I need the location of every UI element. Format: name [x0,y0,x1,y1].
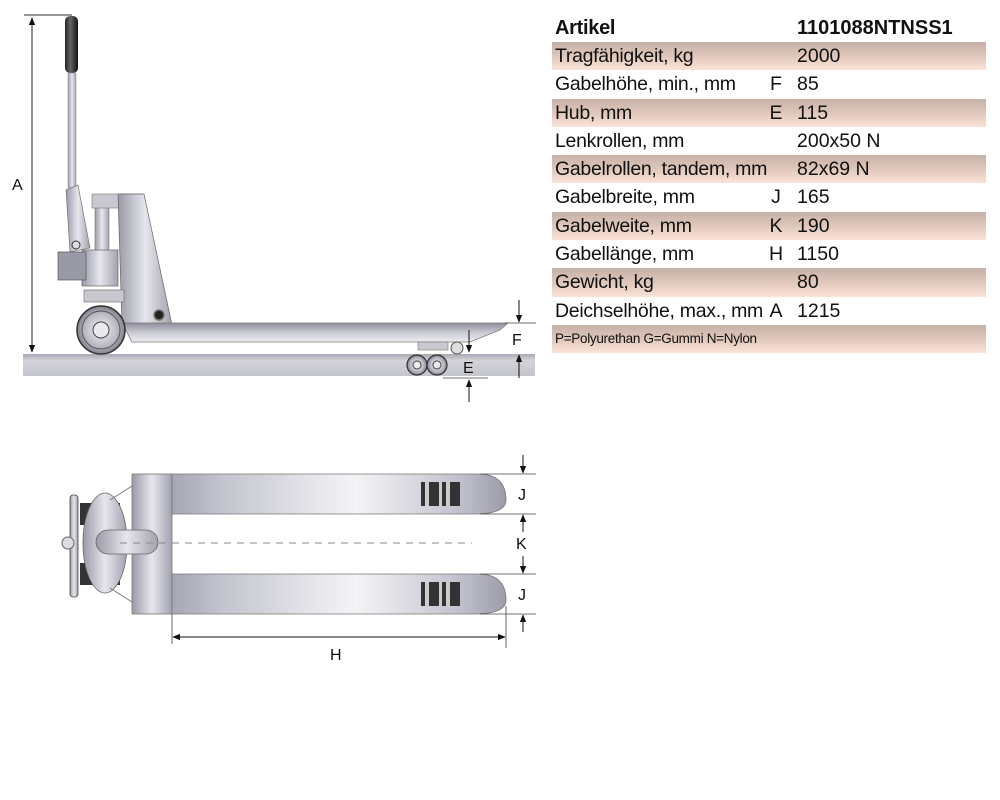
row-key: H [768,243,784,266]
row-label: Tragfähigkeit, kg [555,45,694,67]
row-value: 190 [797,214,830,237]
dimension-k-label: K [516,536,527,553]
row-label: Hub, mm [555,101,632,124]
spec-row-capacity: Tragfähigkeit, kg 2000 [552,42,986,71]
material-legend: P=Polyurethan G=Gummi N=Nylon [555,330,757,346]
header-label: Artikel [555,17,616,39]
spec-row-handle-height: Deichselhöhe, max., mm A 1215 [552,297,986,325]
spec-table-header: Artikel 1101088NTNSS1 [552,14,986,42]
dimension-h-label: H [330,647,342,664]
row-label: Lenkrollen, mm [555,129,685,152]
hydraulic-cylinder [94,205,110,255]
dimension-j-top-label: J [518,487,526,504]
row-key: E [769,101,783,124]
fork-side [121,322,509,343]
row-value: 1150 [797,243,839,266]
row-value: 115 [797,101,829,124]
dimension-f-label: F [512,332,522,349]
spec-row-fork-rollers: Gabelrollen, tandem, mm 82x69 N [552,155,986,184]
row-label: Gabelbreite, mm [555,186,695,209]
row-value: 200x50 N [797,129,881,152]
row-key: J [771,186,781,209]
load-rollers-upper [421,482,460,506]
floor [23,354,535,376]
row-value: 82x69 N [797,158,870,181]
row-label: Gabelrollen, tandem, mm [555,158,768,181]
row-value: 85 [797,73,819,96]
row-key: A [769,299,783,322]
row-label: Gabelhöhe, min., mm [555,73,736,96]
row-value: 80 [797,271,819,294]
row-value: 1215 [797,299,841,322]
spec-row-fork-height: Gabelhöhe, min., mm F 85 [552,70,986,98]
dimension-j-bottom-label: J [518,587,526,604]
dimension-a-label: A [12,177,23,194]
header-article-number: 1101088NTNSS1 [797,17,953,39]
row-label: Deichselhöhe, max., mm [555,299,763,322]
chassis-frame [117,193,173,326]
spec-row-weight: Gewicht, kg 80 [552,268,986,297]
dimension-e-label: E [463,360,474,377]
row-label: Gabelweite, mm [555,214,692,237]
row-label: Gewicht, kg [555,271,654,294]
spec-row-fork-width: Gabelbreite, mm J 165 [552,183,986,211]
spec-row-lift: Hub, mm E 115 [552,98,986,127]
handle-shaft [67,72,77,189]
handle-base [65,184,91,253]
spec-row-fork-spread: Gabelweite, mm K 190 [552,211,986,241]
top-view: J K J H [61,455,536,664]
side-view: A F E [12,14,536,402]
spec-footnote: P=Polyurethan G=Gummi N=Nylon [552,324,986,353]
pallet-truck-technical-drawing: A F E [12,14,536,664]
row-label: Gabellänge, mm [555,243,694,266]
row-key: F [770,73,782,96]
handle-grip [65,16,78,73]
pump-body [81,249,119,287]
row-value: 165 [797,186,830,209]
spec-table: Artikel 1101088NTNSS1 Tragfähigkeit, kg … [552,14,986,353]
spec-row-fork-length: Gabellänge, mm H 1150 [552,240,986,268]
row-value: 2000 [797,45,841,67]
row-key: K [769,214,783,237]
spec-row-steering-wheels: Lenkrollen, mm 200x50 N [552,127,986,155]
load-rollers-lower [421,582,460,606]
